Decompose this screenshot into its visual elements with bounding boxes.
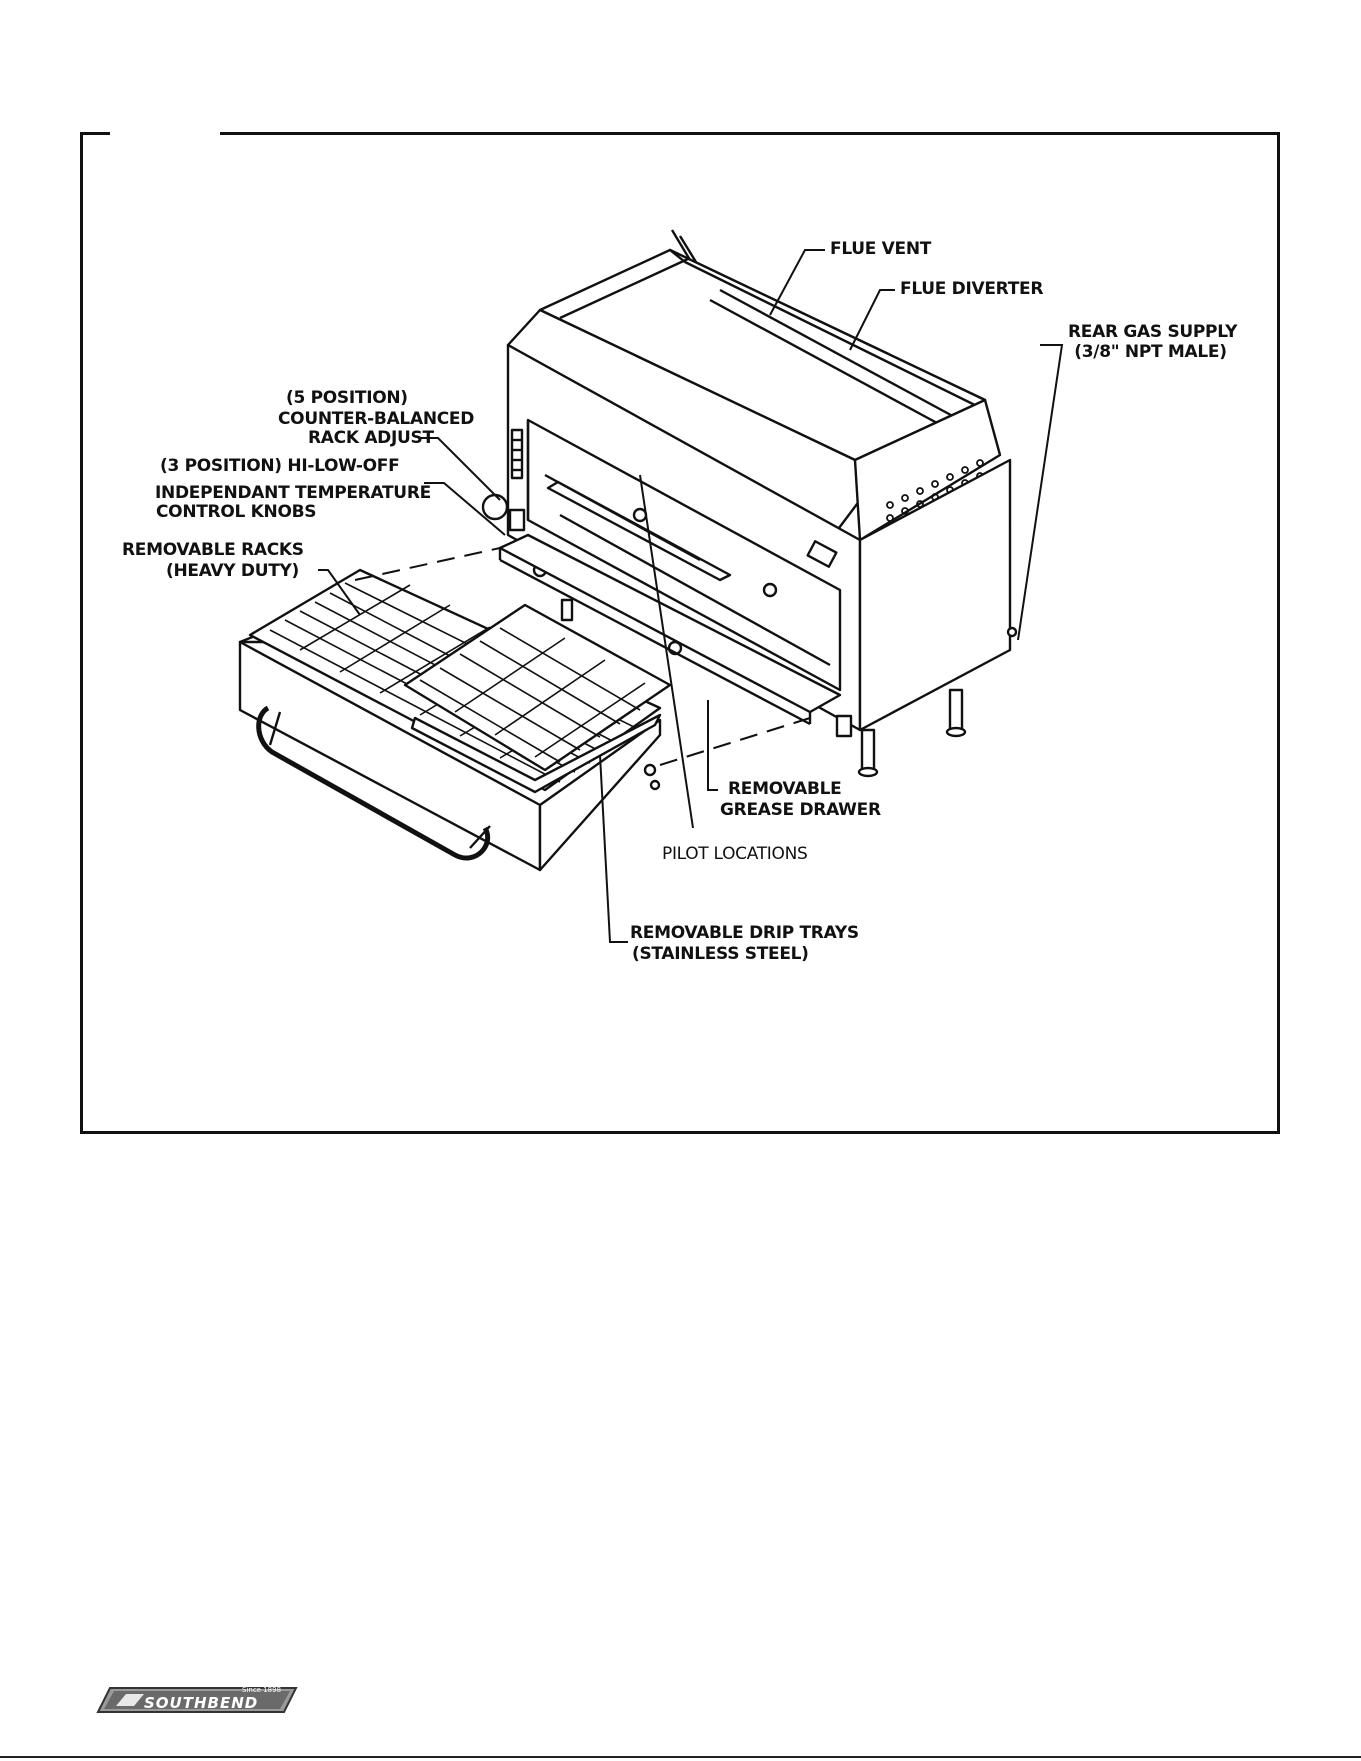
label-rear-gas-supply: REAR GAS SUPPLY: [1068, 322, 1233, 342]
control-knob-left: [510, 510, 524, 530]
brand-name: SOUTHBEND: [144, 1694, 258, 1712]
label-rack-adjust-positions: (5 POSITION): [286, 388, 408, 408]
label-removable-racks: REMOVABLE RACKS: [122, 540, 304, 560]
label-control-knobs-positions: (3 POSITION) HI-LOW-OFF: [160, 456, 399, 476]
label-drip-trays-material: (STAINLESS STEEL): [632, 944, 809, 964]
label-flue-vent: FLUE VENT: [830, 239, 931, 259]
control-knob-right: [837, 716, 851, 736]
label-control-knobs: CONTROL KNOBS: [156, 502, 316, 522]
label-rack-adjust: RACK ADJUST: [308, 428, 434, 448]
southbend-logo: SOUTHBEND Since 1898: [92, 1684, 298, 1718]
leader-grease-drawer: [708, 700, 718, 790]
label-control-knobs-independant: INDEPENDANT TEMPERATURE: [155, 483, 431, 503]
label-pilot-locations: PILOT LOCATIONS: [662, 844, 808, 864]
label-grease-drawer: GREASE DRAWER: [720, 800, 881, 820]
brand-since: Since 1898: [242, 1686, 281, 1694]
label-removable-racks-duty: (HEAVY DUTY): [166, 561, 299, 581]
label-flue-diverter: FLUE DIVERTER: [900, 279, 1043, 299]
label-drip-trays: REMOVABLE DRIP TRAYS: [630, 923, 859, 943]
label-rack-adjust-counter: COUNTER-BALANCED: [278, 409, 474, 429]
label-rear-gas-supply-size: (3/8" NPT MALE): [1068, 342, 1233, 362]
footer-rule: [0, 1756, 1361, 1758]
leader-rear-gas: [1018, 345, 1062, 640]
label-grease-drawer-removable: REMOVABLE: [728, 779, 841, 799]
